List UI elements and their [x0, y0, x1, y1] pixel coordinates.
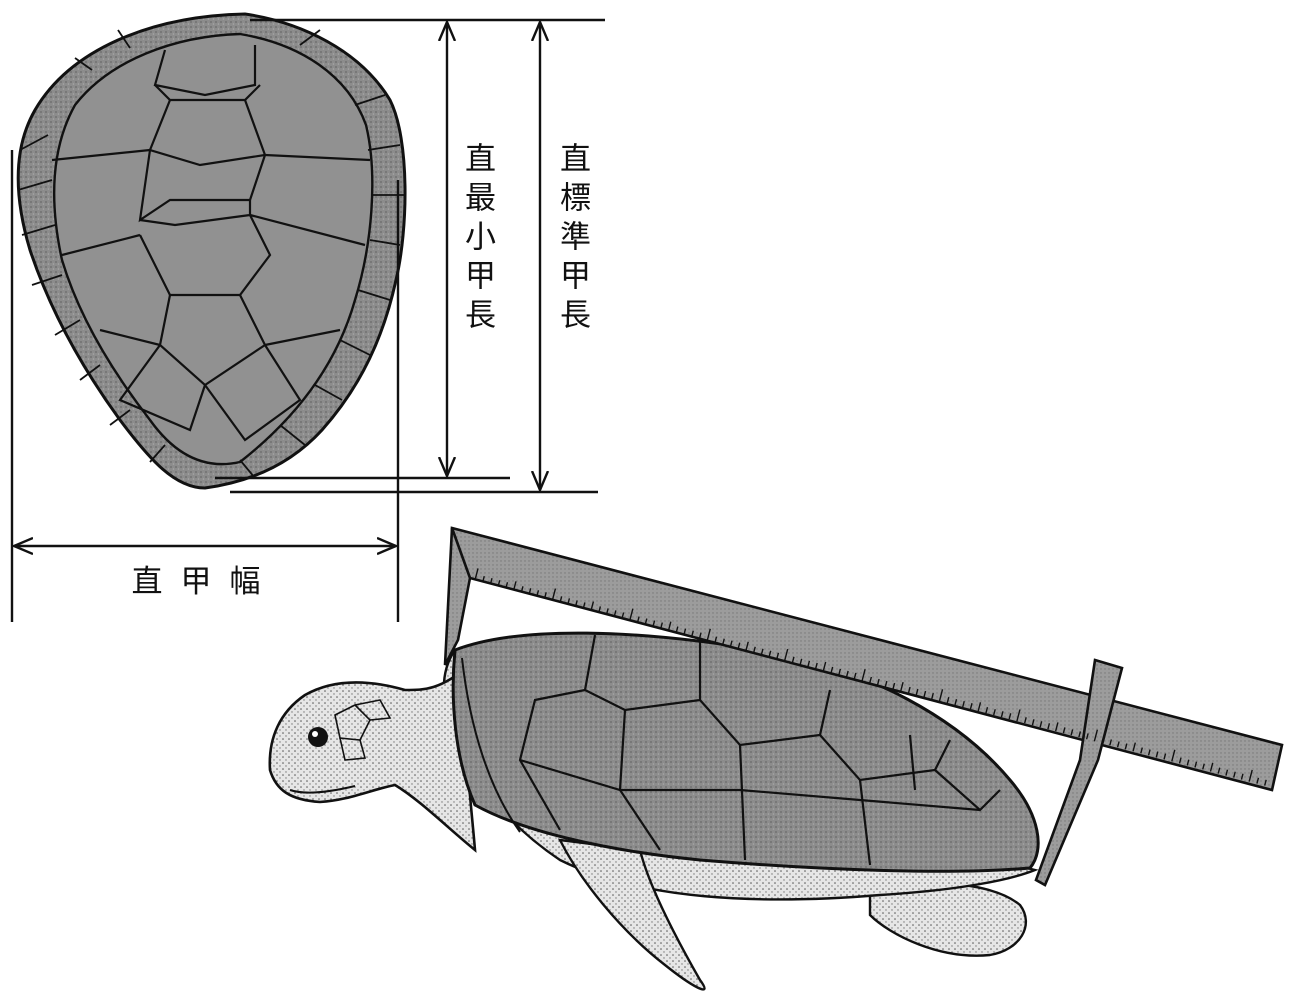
eye-icon	[308, 727, 328, 747]
carapace-top-view	[18, 14, 405, 488]
min-length-label-text: 直最小甲長	[455, 142, 499, 337]
min-length-label: 直最小甲長	[455, 142, 499, 337]
turtle-head	[270, 665, 475, 850]
width-label: 直甲幅	[110, 556, 300, 601]
standard-length-label-text: 直標準甲長	[550, 142, 594, 337]
standard-length-label: 直標準甲長	[550, 142, 594, 337]
